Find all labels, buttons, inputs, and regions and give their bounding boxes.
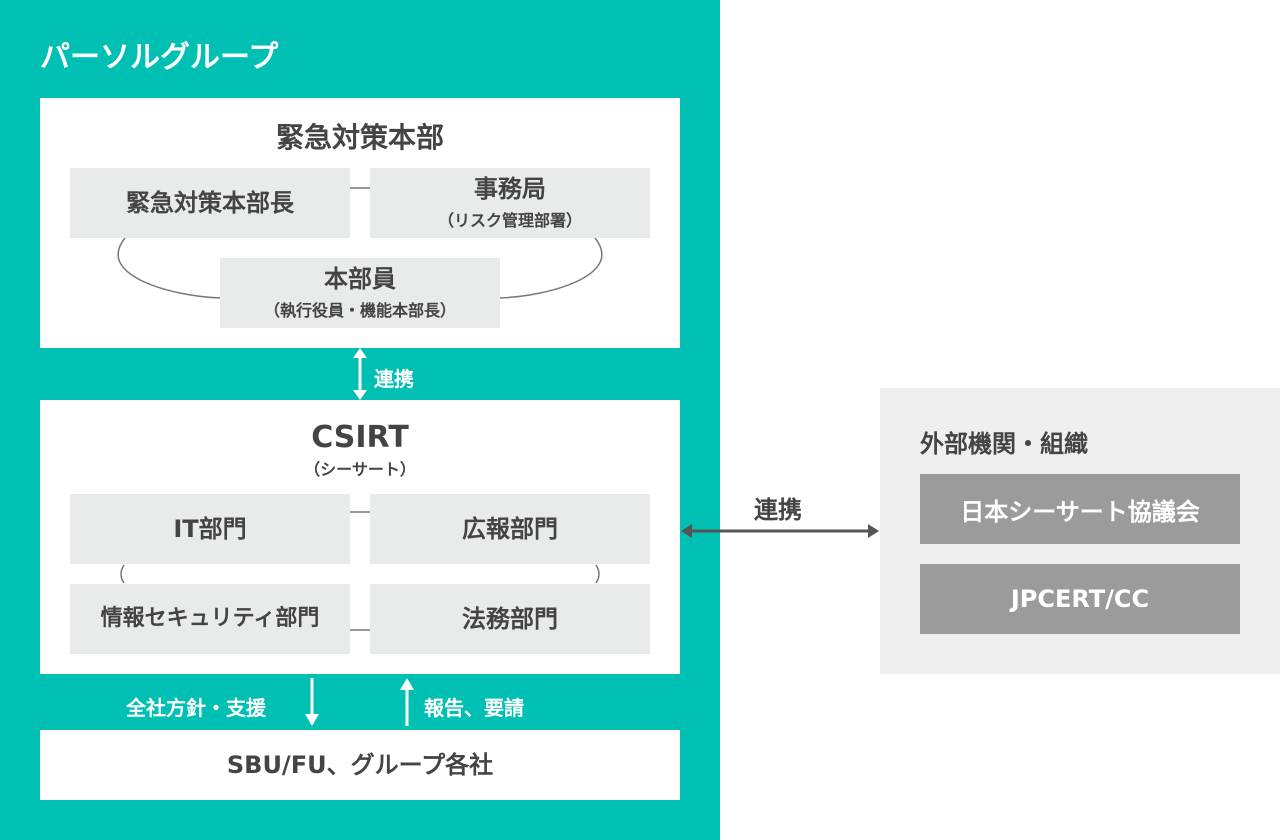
legal-dept-box: 法務部門 [370,584,650,654]
group-title: パーソルグループ [40,40,279,75]
right-arrowhead [868,524,879,538]
left-arrowhead [681,524,692,538]
chief-label: 緊急対策本部長 [126,188,294,217]
emergency-hq-title: 緊急対策本部 [275,121,444,154]
hq-curve-left [117,237,221,299]
secretariat-label: 事務局 [474,174,546,203]
csirt-subtitle: （シーサート） [304,460,416,479]
members-label: 本部員 [324,264,396,293]
members-sub: （執行役員・機能本部長） [263,301,456,321]
secretariat-box: 事務局 （リスク管理部署） [370,168,650,238]
chief-box: 緊急対策本部長 [70,168,350,238]
members-box: 本部員 （執行役員・機能本部長） [220,258,500,328]
external-org-2: JPCERT/CC [920,564,1240,634]
it-dept-label: IT部門 [173,514,247,543]
down-arrowhead [353,390,367,400]
horizontal-link-label: 連携 [754,496,802,524]
pr-dept-box: 広報部門 [370,494,650,564]
up-arrow-icon [400,678,414,690]
external-title: 外部機関・組織 [920,430,1088,458]
external-org-1-label: 日本シーサート協議会 [960,497,1200,526]
vertical-link-label: 連携 [374,367,414,391]
hq-curve-right [499,237,603,299]
secretariat-sub: （リスク管理部署） [437,211,582,231]
down-arrow-label: 全社方針・支援 [126,696,266,720]
infosec-dept-label: 情報セキュリティ部門 [100,605,320,631]
sbu-box: SBU/FU、グループ各社 [40,730,680,800]
external-org-2-label: JPCERT/CC [1010,585,1150,613]
legal-dept-label: 法務部門 [462,604,558,633]
up-arrow-label: 報告、要請 [424,696,524,720]
external-org-1: 日本シーサート協議会 [920,474,1240,544]
up-arrowhead [353,348,367,358]
it-dept-box: IT部門 [70,494,350,564]
csirt-title: CSIRT [311,420,409,455]
down-arrow-icon [305,714,319,726]
sbu-label: SBU/FU、グループ各社 [226,750,494,779]
infosec-dept-box: 情報セキュリティ部門 [70,584,350,654]
pr-dept-label: 広報部門 [462,514,558,543]
